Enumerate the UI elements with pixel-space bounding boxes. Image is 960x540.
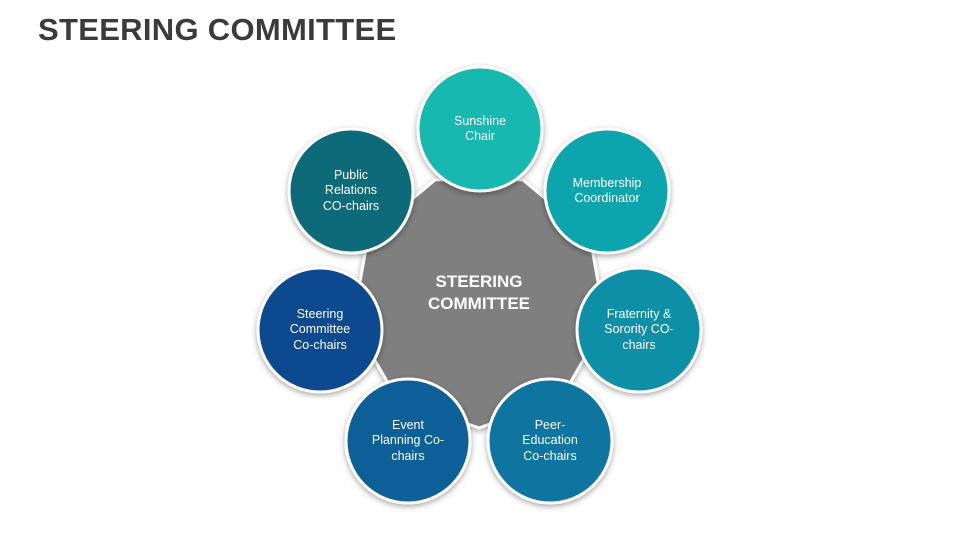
role-circle-6	[256, 266, 384, 394]
role-circle-4	[486, 377, 614, 505]
role-circle-5	[344, 377, 472, 505]
center-label: STEERING COMMITTEE	[428, 272, 530, 313]
role-circle-2	[543, 127, 671, 255]
slide-title: STEERING COMMITTEE	[38, 12, 397, 47]
role-circle-1	[416, 65, 544, 193]
role-circle-7	[287, 127, 415, 255]
role-circle-3	[575, 266, 703, 394]
